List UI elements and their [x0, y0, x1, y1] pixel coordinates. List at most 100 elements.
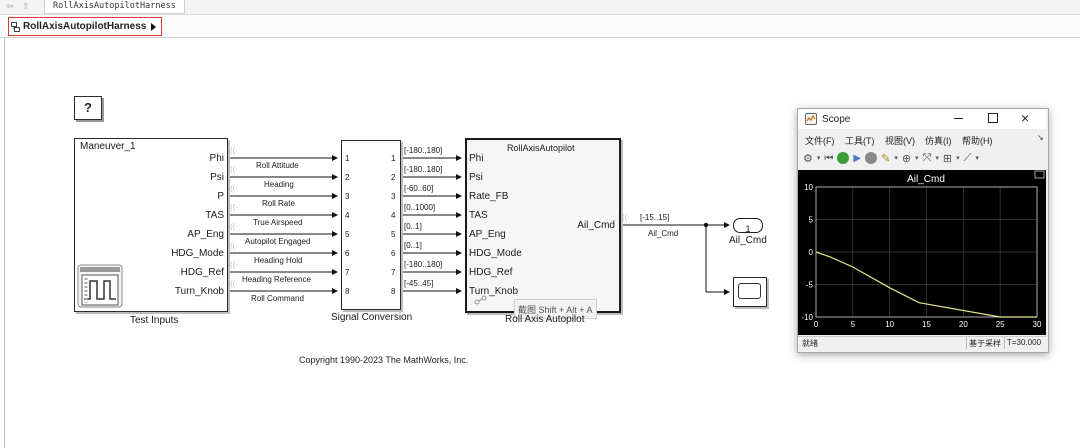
ap-in-ap-eng: AP_Eng: [469, 229, 506, 240]
sc-in-port: 1: [345, 154, 350, 163]
settings-gear-icon[interactable]: ⚙: [803, 152, 813, 165]
x-tick-label: 0: [814, 320, 819, 329]
signal-label[interactable]: Heading Hold: [254, 256, 303, 265]
maximize-icon[interactable]: [988, 113, 998, 123]
x-tick-label: 5: [851, 320, 856, 329]
chevron-down-icon[interactable]: ▾: [975, 155, 979, 162]
x-tick-label: 30: [1033, 320, 1042, 329]
logging-icon: ((·: [230, 146, 238, 155]
menu-simulation[interactable]: 仿真(I): [925, 136, 952, 146]
x-tick-label: 10: [885, 320, 894, 329]
style-icon[interactable]: ⟋: [963, 151, 972, 164]
chevron-down-icon[interactable]: ▾: [894, 155, 898, 162]
sc-out-port: 7: [391, 268, 396, 277]
help-block[interactable]: ?: [74, 96, 102, 120]
ap-out-ail-cmd: Ail_Cmd: [577, 220, 615, 231]
port-turn-knob: Turn_Knob: [174, 286, 224, 297]
signal-label[interactable]: Roll Rate: [262, 199, 295, 208]
logging-icon: ((·: [230, 260, 238, 269]
ap-in-psi: Psi: [469, 172, 483, 183]
logging-icon: ((·: [230, 279, 238, 288]
back-icon[interactable]: ⇦: [6, 1, 14, 11]
roll-axis-autopilot-block[interactable]: [465, 138, 621, 313]
logging-icon: ((·: [230, 203, 238, 212]
port-phi: Phi: [209, 153, 224, 164]
autopilot-title: RollAxisAutopilot: [507, 143, 575, 153]
scope-title-bar[interactable]: [798, 109, 1046, 129]
signal-label[interactable]: Roll Attitude: [256, 161, 299, 170]
chevron-down-icon[interactable]: ▾: [956, 155, 960, 162]
model-tab[interactable]: RollAxisAutopilotHarness: [44, 0, 185, 14]
port-ap-eng: AP_Eng: [187, 229, 224, 240]
cursor-icon[interactable]: ⊞: [942, 152, 953, 165]
breadcrumb[interactable]: RollAxisAutopilotHarness: [8, 17, 163, 36]
range-label: [-180..180]: [404, 260, 443, 269]
chevron-down-icon[interactable]: ▾: [816, 155, 821, 162]
status-ready: 就绪: [802, 339, 818, 348]
signal-label[interactable]: Heading Reference: [242, 275, 311, 284]
range-label: [0..1]: [404, 222, 422, 231]
range-label: [-60..60]: [404, 184, 434, 193]
ap-in-phi: Phi: [469, 153, 484, 164]
signal-editor-icon: [77, 264, 123, 308]
sc-out-port: 3: [391, 192, 396, 201]
autoscale-icon[interactable]: ⤧: [922, 151, 932, 164]
menu-tools[interactable]: 工具(T): [845, 136, 875, 146]
range-label: [-180..180]: [404, 165, 443, 174]
step-back-icon[interactable]: ⏮: [824, 152, 834, 164]
range-label: [-45..45]: [404, 279, 434, 288]
breadcrumb-arrow-icon: [151, 22, 157, 31]
x-tick-label: 15: [922, 320, 931, 329]
x-tick-label: 20: [959, 320, 968, 329]
minimize-icon[interactable]: [954, 118, 963, 119]
sc-in-port: 2: [345, 173, 350, 182]
highlight-icon[interactable]: ✎: [881, 152, 891, 165]
model-canvas[interactable]: [4, 38, 1080, 448]
y-tick-label: -5: [806, 281, 814, 290]
signal-conversion-name: Signal Conversion: [331, 312, 413, 323]
undock-icon[interactable]: ↘: [1037, 133, 1044, 142]
sc-out-port: 5: [391, 230, 396, 239]
ap-in-hdg-ref: HDG_Ref: [469, 267, 513, 278]
range-label: [-180..180]: [404, 146, 443, 155]
run-icon[interactable]: [837, 152, 850, 164]
sc-in-port: 5: [345, 230, 350, 239]
menu-help[interactable]: 帮助(H): [962, 136, 993, 146]
scenario-label: Maneuver_1: [80, 141, 136, 152]
signal-label[interactable]: True Airspeed: [253, 218, 303, 227]
logging-icon: ((·: [230, 165, 238, 174]
legend-toggle-icon[interactable]: [1034, 170, 1045, 179]
close-icon[interactable]: ×: [1021, 110, 1030, 126]
logging-icon: ((·: [230, 222, 238, 231]
y-tick-label: 5: [809, 216, 814, 225]
status-mode: 基于采样: [969, 339, 1001, 348]
up-icon[interactable]: ⇧: [22, 1, 30, 11]
sc-in-port: 7: [345, 268, 350, 277]
outport-block[interactable]: 1: [733, 218, 763, 234]
signal-label[interactable]: Heading: [264, 180, 294, 189]
menu-file[interactable]: 文件(F): [805, 136, 835, 146]
scope-title: Scope: [822, 114, 851, 125]
status-divider: [1004, 337, 1005, 349]
sc-in-port: 6: [345, 249, 350, 258]
step-forward-icon[interactable]: ▶: [853, 152, 862, 164]
ap-in-rate-fb: Rate_FB: [469, 191, 509, 202]
menu-view[interactable]: 视图(V): [885, 136, 915, 146]
model-icon: [11, 21, 20, 32]
test-inputs-name: Test Inputs: [130, 315, 179, 326]
chevron-down-icon[interactable]: ▾: [935, 155, 939, 162]
port-hdg-mode: HDG_Mode: [171, 248, 224, 259]
sc-in-port: 8: [345, 287, 350, 296]
signal-label[interactable]: Roll Command: [251, 294, 304, 303]
chevron-down-icon[interactable]: ▾: [915, 155, 919, 162]
signal-conversion-block[interactable]: [341, 140, 401, 310]
logging-icon: ((·: [230, 184, 238, 193]
sc-out-port: 4: [391, 211, 396, 220]
logging-icon: ((·: [230, 241, 238, 250]
scope-screen-icon: [738, 283, 761, 299]
signal-label[interactable]: Autopilot Engaged: [245, 237, 311, 246]
zoom-icon[interactable]: ⊕: [901, 152, 912, 165]
stop-icon[interactable]: [865, 152, 878, 164]
out-signal-label[interactable]: Ail_Cmd: [648, 229, 679, 238]
